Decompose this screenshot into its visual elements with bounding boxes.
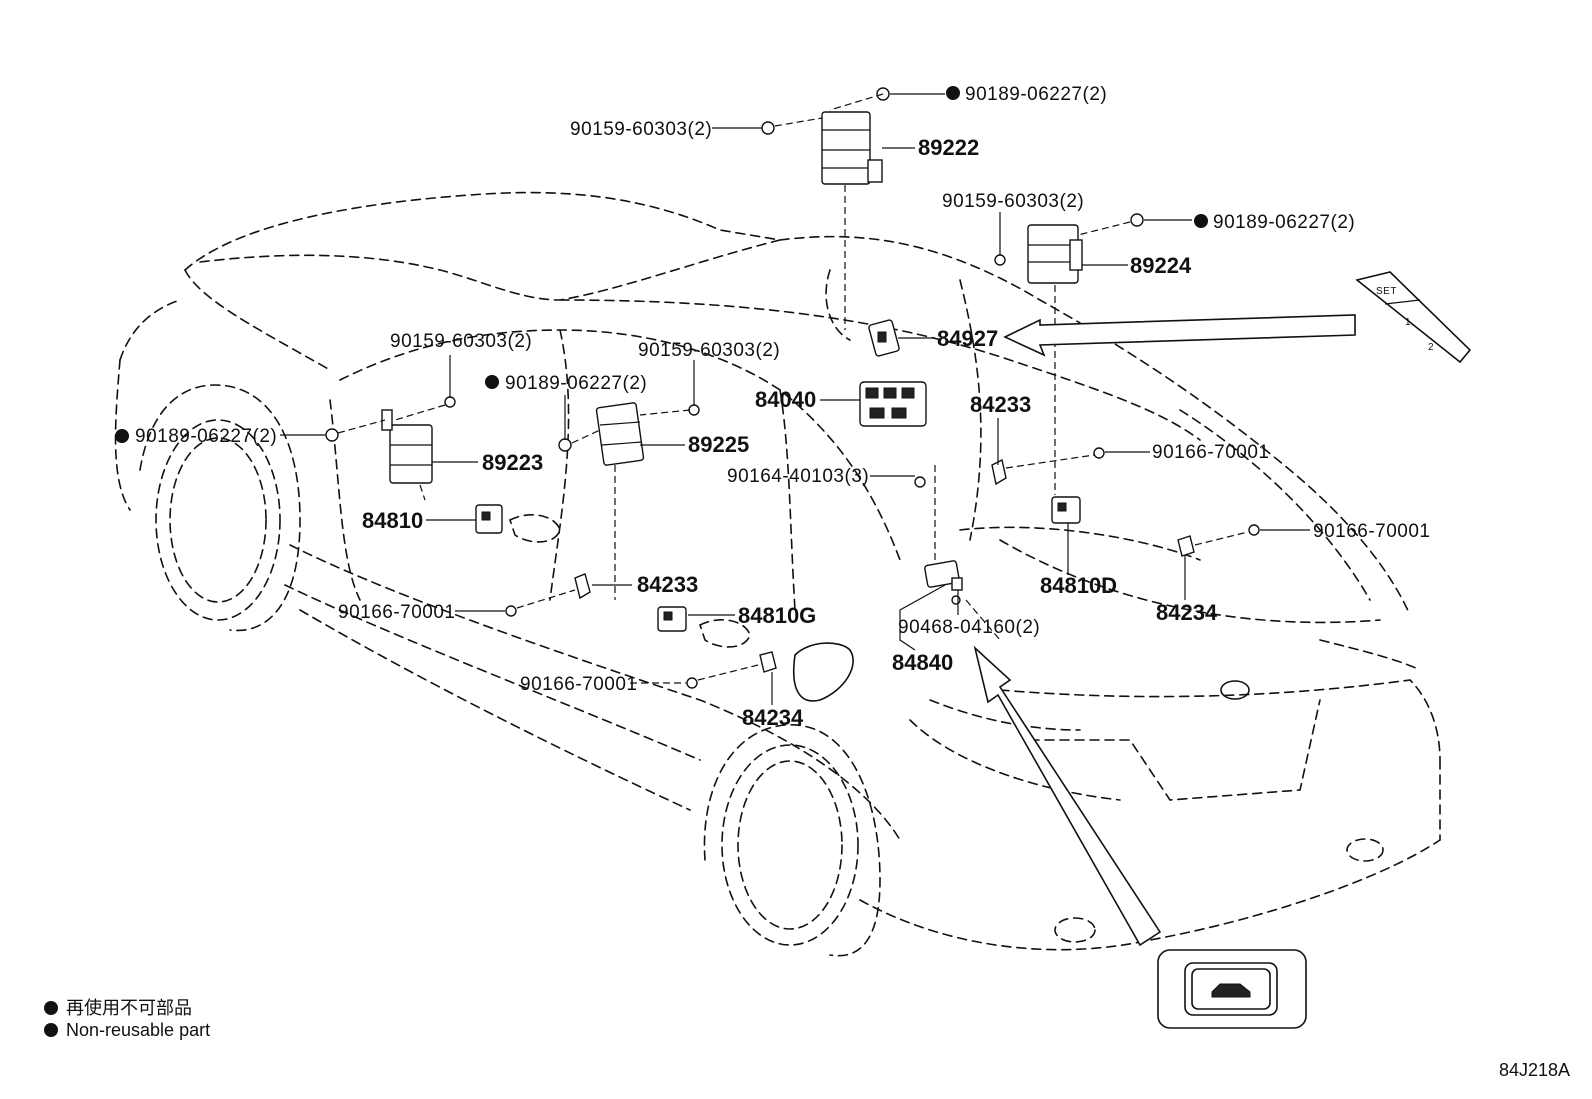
label-84810: 84810 <box>362 508 423 533</box>
part-84840 <box>924 560 963 591</box>
leader-lines <box>280 93 1310 705</box>
label-89223: 89223 <box>482 450 543 475</box>
part-89225-module <box>595 402 645 466</box>
part-84927-switch <box>868 319 900 357</box>
non-reusable-bullet-icon <box>44 1023 58 1037</box>
label-84810D: 84810D <box>1040 573 1117 598</box>
label-90189-top: 90189-06227(2) <box>965 84 1107 105</box>
part-84810 <box>475 504 503 534</box>
part-84233-left <box>574 573 591 600</box>
label-90189-middle: 90189-06227(2) <box>505 373 647 394</box>
inset-set-label: SET <box>1376 286 1397 297</box>
label-84040: 84040 <box>755 387 816 412</box>
label-90166-bottom: 90166-70001 <box>520 674 638 695</box>
callout-arrow-bottom <box>973 645 1162 947</box>
non-reusable-bullet-icon <box>44 1001 58 1015</box>
inset-trunk-opener-switch <box>1157 949 1307 1029</box>
legend-english-text: Non-reusable part <box>66 1020 211 1040</box>
label-84810G: 84810G <box>738 603 816 628</box>
legend-japanese-text: 再使用不可部品 <box>66 998 192 1018</box>
part-89222-module <box>821 111 883 185</box>
part-84234-bottom <box>759 651 777 673</box>
label-90189-left: 90189-06227(2) <box>135 426 277 447</box>
label-90164: 90164-40103(3) <box>727 466 869 487</box>
diagram-reference-code: 84J218A <box>1498 1060 1570 1080</box>
label-90159-left: 90159-60303(2) <box>390 331 532 352</box>
label-90166-right-2: 90166-70001 <box>1313 521 1431 542</box>
label-84233-right: 84233 <box>970 392 1031 417</box>
callout-arrow-right <box>1003 314 1356 357</box>
part-labels: 90189-06227(2) 90159-60303(2) 89222 9015… <box>135 84 1431 730</box>
label-90166-right-1: 90166-70001 <box>1152 442 1270 463</box>
inset-seat-memory-switch: SET 1 2 <box>1355 271 1472 364</box>
legend-row-japanese: 再使用不可部品 <box>44 994 192 1020</box>
label-84840: 84840 <box>892 650 953 675</box>
label-89225: 89225 <box>688 432 749 457</box>
non-reusable-markers <box>115 86 1208 443</box>
legend-row-english: Non-reusable part <box>44 1020 210 1041</box>
label-90189-right: 90189-06227(2) <box>1213 212 1355 233</box>
label-90166-left: 90166-70001 <box>338 602 456 623</box>
label-89224: 89224 <box>1130 253 1192 278</box>
part-89224-module <box>1027 224 1083 284</box>
label-84234-bottom: 84234 <box>742 705 804 730</box>
inset-btn1-label: 1 <box>1405 317 1411 328</box>
label-90159-middle: 90159-60303(2) <box>638 340 780 361</box>
label-90159-top: 90159-60303(2) <box>570 119 712 140</box>
part-89223-module <box>381 409 433 484</box>
part-84810D <box>1051 496 1081 524</box>
inset-btn2-label: 2 <box>1428 342 1434 353</box>
label-84233-left: 84233 <box>637 572 698 597</box>
label-84234-right: 84234 <box>1156 600 1218 625</box>
label-89222: 89222 <box>918 135 979 160</box>
part-84233-right <box>991 458 1007 486</box>
label-90159-right: 90159-60303(2) <box>942 191 1084 212</box>
part-84234-right <box>1177 535 1195 557</box>
part-84040-switch <box>859 381 927 427</box>
car-body-outline <box>114 191 1441 957</box>
label-84927: 84927 <box>937 326 998 351</box>
label-90468: 90468-04160(2) <box>898 617 1040 638</box>
part-84810G <box>657 606 687 632</box>
